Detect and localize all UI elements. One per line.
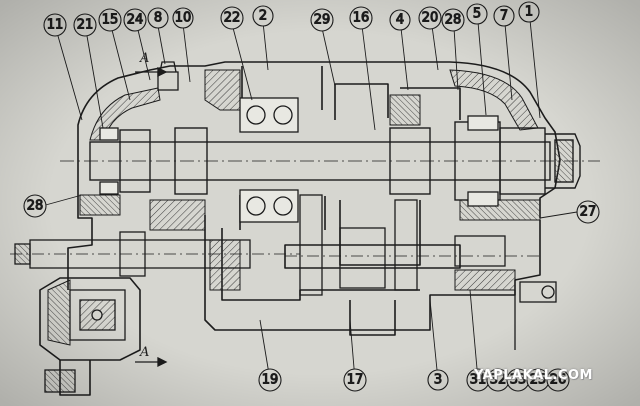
- watermark-text: YAPLAKAL.COM: [474, 368, 593, 383]
